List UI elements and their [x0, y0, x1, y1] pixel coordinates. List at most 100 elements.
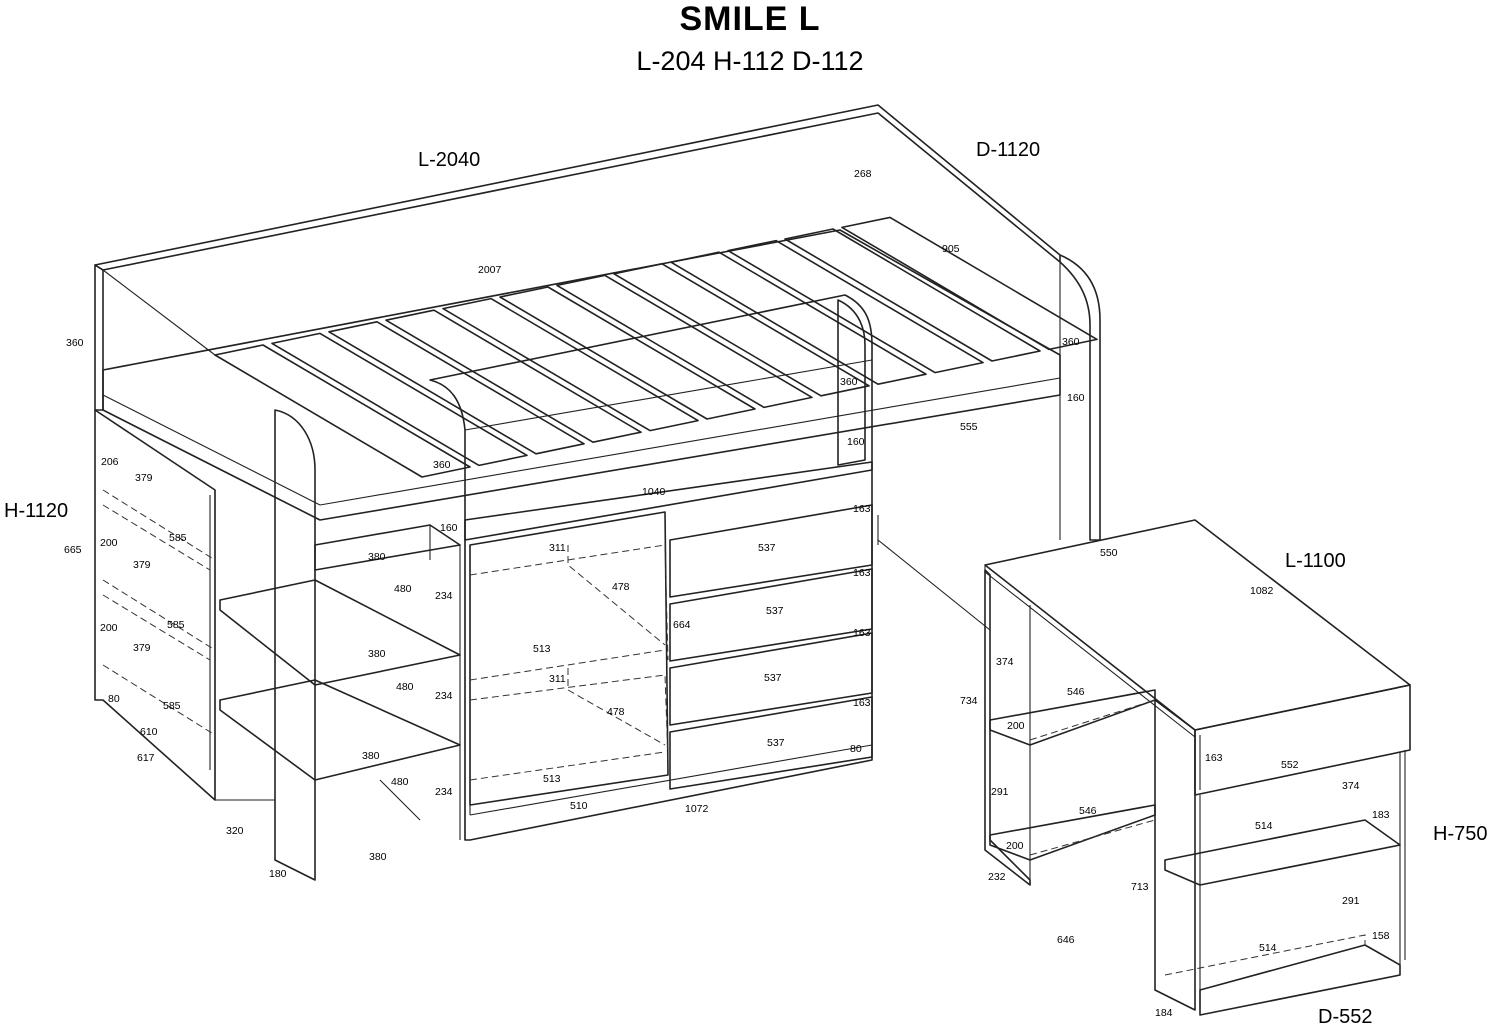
bed-back-rail: [94, 104, 1061, 271]
dim-label: 206: [101, 456, 119, 468]
dim-label: 550: [1100, 547, 1118, 559]
desk-left-shelf-1: [989, 689, 1156, 746]
diagram-subtitle: L-204 H-112 D-112: [636, 46, 864, 76]
bed-slat: [727, 239, 984, 374]
bed-slat: [442, 297, 699, 432]
dim-label: 585: [167, 619, 185, 631]
dim-label: 510: [570, 800, 588, 812]
bed-slat: [328, 321, 585, 455]
dim-label: 514: [1259, 942, 1277, 954]
dim-label: 2007: [478, 264, 502, 276]
ladder-side-panel: [274, 409, 316, 881]
dim-label: 234: [435, 690, 453, 702]
dim-label: 379: [135, 472, 153, 484]
dim-label: 80: [108, 693, 120, 705]
ladder-shelf-3: [219, 679, 461, 781]
dim-label: 160: [1067, 392, 1085, 404]
dim-label: 585: [169, 532, 187, 544]
dimension-labels: L-2040 D-1120 H-1120 L-1100 H-750 D-552 …: [4, 139, 1487, 1028]
cabinet-drawer: [669, 568, 873, 662]
dim-label: 311: [549, 673, 566, 685]
dim-label: 200: [1006, 840, 1024, 852]
dim-label: 158: [1372, 930, 1390, 942]
dim-bed-height: H-1120: [4, 500, 68, 522]
dim-label: 268: [854, 168, 872, 180]
bed-slat: [613, 263, 870, 397]
dim-label: 200: [100, 622, 118, 634]
dim-label: 480: [391, 776, 409, 788]
bed-slat: [214, 344, 471, 478]
dim-label: 160: [440, 522, 458, 534]
dim-label: 617: [137, 752, 155, 764]
bed-left-panel: [94, 264, 104, 411]
dim-label: 380: [368, 648, 386, 660]
dim-label: 232: [988, 871, 1006, 883]
dim-label: 200: [100, 537, 118, 549]
ladder-shelf-2: [219, 579, 461, 686]
dim-label: 664: [673, 619, 691, 631]
dim-label: 379: [133, 642, 151, 654]
bed-slat: [271, 332, 528, 467]
dim-label: 291: [1342, 895, 1360, 907]
cabinet-drawer: [669, 632, 873, 726]
dim-label: 513: [543, 773, 561, 785]
desk-apron: [1194, 684, 1411, 796]
bed-slat: [556, 274, 813, 409]
dim-label: 360: [433, 459, 451, 471]
dim-label: 665: [64, 544, 82, 556]
dim-bed-length: L-2040: [418, 149, 480, 171]
dim-label: 360: [66, 337, 84, 349]
dim-label: 374: [996, 656, 1014, 668]
dim-label: 537: [764, 672, 782, 684]
dim-bed-depth: D-1120: [976, 139, 1040, 161]
dim-label: 374: [1342, 780, 1360, 792]
dim-label: 291: [991, 786, 1009, 798]
dim-label: 514: [1255, 820, 1273, 832]
cabinet-drawer: [669, 504, 873, 598]
bed-slat: [499, 286, 756, 420]
bed-slats: [214, 216, 1098, 478]
desk-left-shelf-2: [989, 804, 1156, 861]
dim-label: 537: [758, 542, 776, 554]
dim-label: 183: [1372, 809, 1390, 821]
desk-right-shelf-1: [1164, 819, 1401, 886]
cabinet-body: [464, 461, 873, 841]
dim-label: 513: [533, 643, 551, 655]
dim-label: 234: [435, 786, 453, 798]
bed-slat: [841, 216, 1098, 351]
dim-label: 380: [362, 750, 380, 762]
dim-label: 163: [853, 567, 871, 579]
dim-label: 360: [1062, 336, 1080, 348]
dim-label: 163: [853, 697, 871, 709]
dim-desk-length: L-1100: [1285, 550, 1346, 572]
dim-label: 1040: [642, 486, 666, 498]
dim-label: 610: [140, 726, 158, 738]
dim-label: 380: [368, 551, 386, 563]
bed-slat: [670, 251, 927, 385]
desk-unit: [984, 519, 1411, 1016]
dim-label: 537: [767, 737, 785, 749]
desk-right-bookcase: [1154, 699, 1196, 1011]
dim-label: 200: [1007, 720, 1025, 732]
dim-label: 480: [396, 681, 414, 693]
dim-label: 552: [1281, 759, 1299, 771]
dim-label: 184: [1155, 1007, 1173, 1019]
dim-label: 80: [850, 743, 862, 755]
bed-unit: [94, 104, 1101, 881]
bed-guard-post: [837, 299, 866, 466]
dim-desk-depth: D-552: [1318, 1006, 1372, 1028]
bed-frame: [102, 229, 1061, 521]
dim-label: 646: [1057, 934, 1075, 946]
dim-label: 163: [853, 503, 871, 515]
dim-label: 546: [1067, 686, 1085, 698]
dim-label: 311: [549, 542, 566, 554]
dim-label: 234: [435, 590, 453, 602]
dim-label: 180: [269, 868, 287, 880]
dim-label: 546: [1079, 805, 1097, 817]
dim-label: 734: [960, 695, 978, 707]
left-bookcase: [94, 409, 216, 801]
dim-label: 585: [163, 700, 181, 712]
bed-slat: [385, 309, 642, 443]
dim-label: 478: [612, 581, 630, 593]
